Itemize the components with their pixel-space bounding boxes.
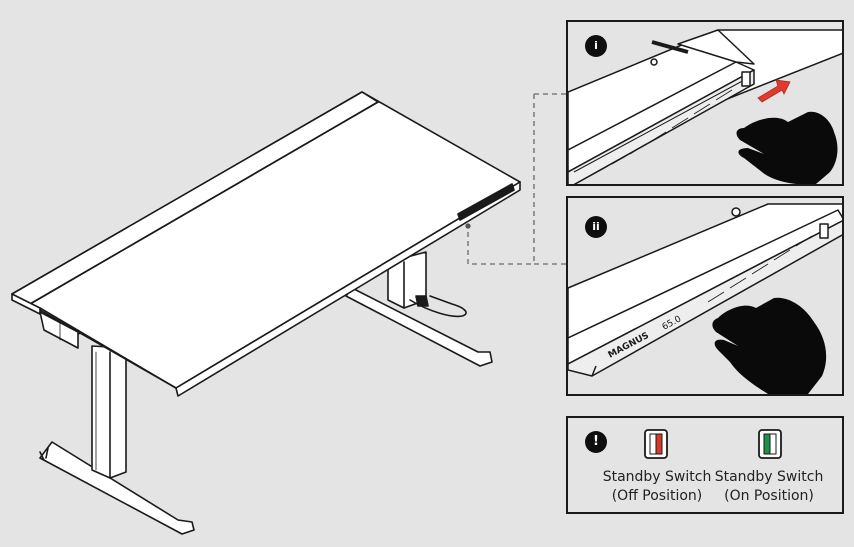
switch-off-label: Standby Switch (Off Position) (598, 468, 716, 506)
switch-off-label-line1: Standby Switch (602, 469, 712, 485)
step-i-badge: i (585, 35, 607, 57)
step-ii-panel: MAGNUS 65.0 ii (566, 196, 844, 396)
warning-badge: ! (585, 431, 607, 453)
switch-on-label: Standby Switch (On Position) (710, 468, 828, 506)
switch-on-label-line2: (On Position) (724, 488, 814, 504)
step-ii-badge: ii (585, 216, 607, 238)
switch-on-label-line1: Standby Switch (714, 469, 824, 485)
switch-off-label-line2: (Off Position) (611, 488, 703, 504)
step-i-panel: i (566, 20, 844, 186)
standby-switch-legend: ! Standby Switch (Off Position) Standby … (566, 416, 844, 514)
switch-off-icon (644, 429, 668, 459)
switch-on-icon (758, 429, 782, 459)
hand-icon (736, 111, 838, 184)
hand-icon (712, 297, 827, 394)
push-arrow-icon (757, 79, 791, 103)
controller-standby-off-illustration (568, 29, 842, 184)
controller-standby-on-illustration: MAGNUS 65.0 (568, 203, 842, 394)
